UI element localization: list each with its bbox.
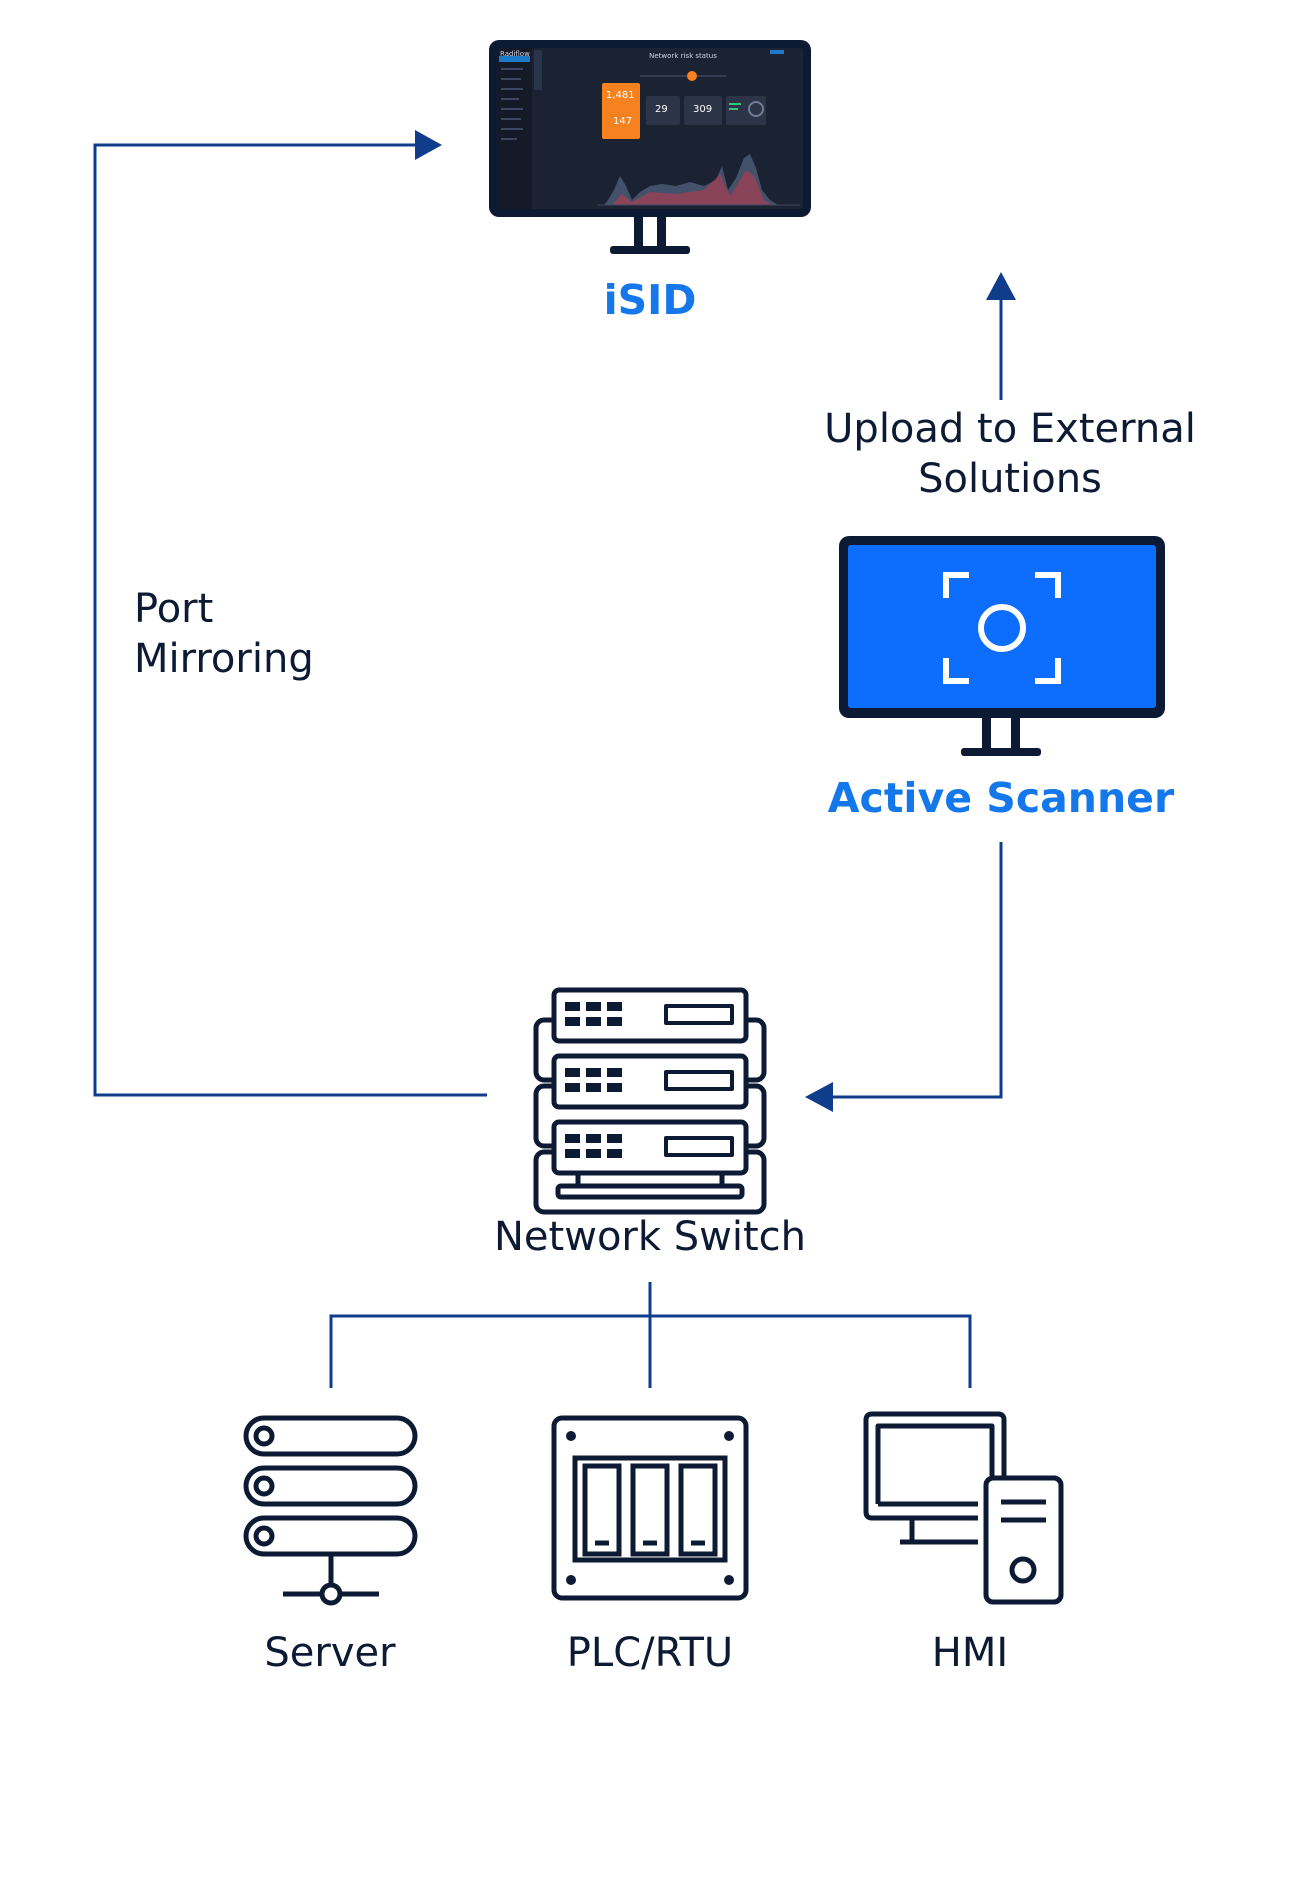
server-label: Server [264, 1630, 396, 1676]
arrowhead-upload [986, 272, 1016, 300]
network-switch-label: Network Switch [494, 1214, 806, 1260]
dashboard-kpi-3: 29 [655, 104, 668, 115]
switch-rack-icon [533, 987, 767, 1215]
upload-label-line-1: Upload to External [824, 406, 1196, 452]
hmi-label: HMI [931, 1630, 1009, 1676]
fanout-bus [329, 1314, 972, 1388]
active-scanner-label: Active Scanner [827, 774, 1175, 822]
plc-cabinet-icon [551, 1415, 749, 1601]
port-mirroring-label-line-1: Port [134, 586, 214, 632]
isid-label: iSID [603, 276, 697, 324]
plc-screws [566, 1431, 734, 1585]
arrowheads [415, 130, 1016, 1112]
monitor-scan-icon [839, 536, 1165, 756]
port-mirroring-label: Port Mirroring [134, 584, 314, 684]
scan-connector [828, 842, 1003, 1099]
server-stack-icon [243, 1415, 418, 1606]
plc-rtu-label: PLC/RTU [566, 1630, 734, 1676]
arrowhead-to-isid [415, 130, 442, 160]
upload-label-line-2: Solutions [918, 456, 1102, 502]
dashboard-kpi-2: 147 [613, 116, 632, 127]
arrowhead-to-switch [805, 1082, 833, 1112]
dashboard-title: Network risk status [649, 52, 717, 60]
monitor-dashboard-icon: Radiflow Network risk status 1,481 147 2… [489, 40, 811, 254]
port-mirroring-connector [93, 143, 487, 1097]
dashboard-brand: Radiflow [500, 50, 530, 58]
dashboard-kpi-1: 1,481 [606, 90, 635, 101]
connectors [93, 143, 1003, 1388]
desktop-pc-icon [863, 1411, 1064, 1605]
upload-label: Upload to External Solutions [824, 404, 1196, 504]
dashboard-kpi-4: 309 [693, 104, 712, 115]
port-mirroring-label-line-2: Mirroring [134, 636, 314, 682]
